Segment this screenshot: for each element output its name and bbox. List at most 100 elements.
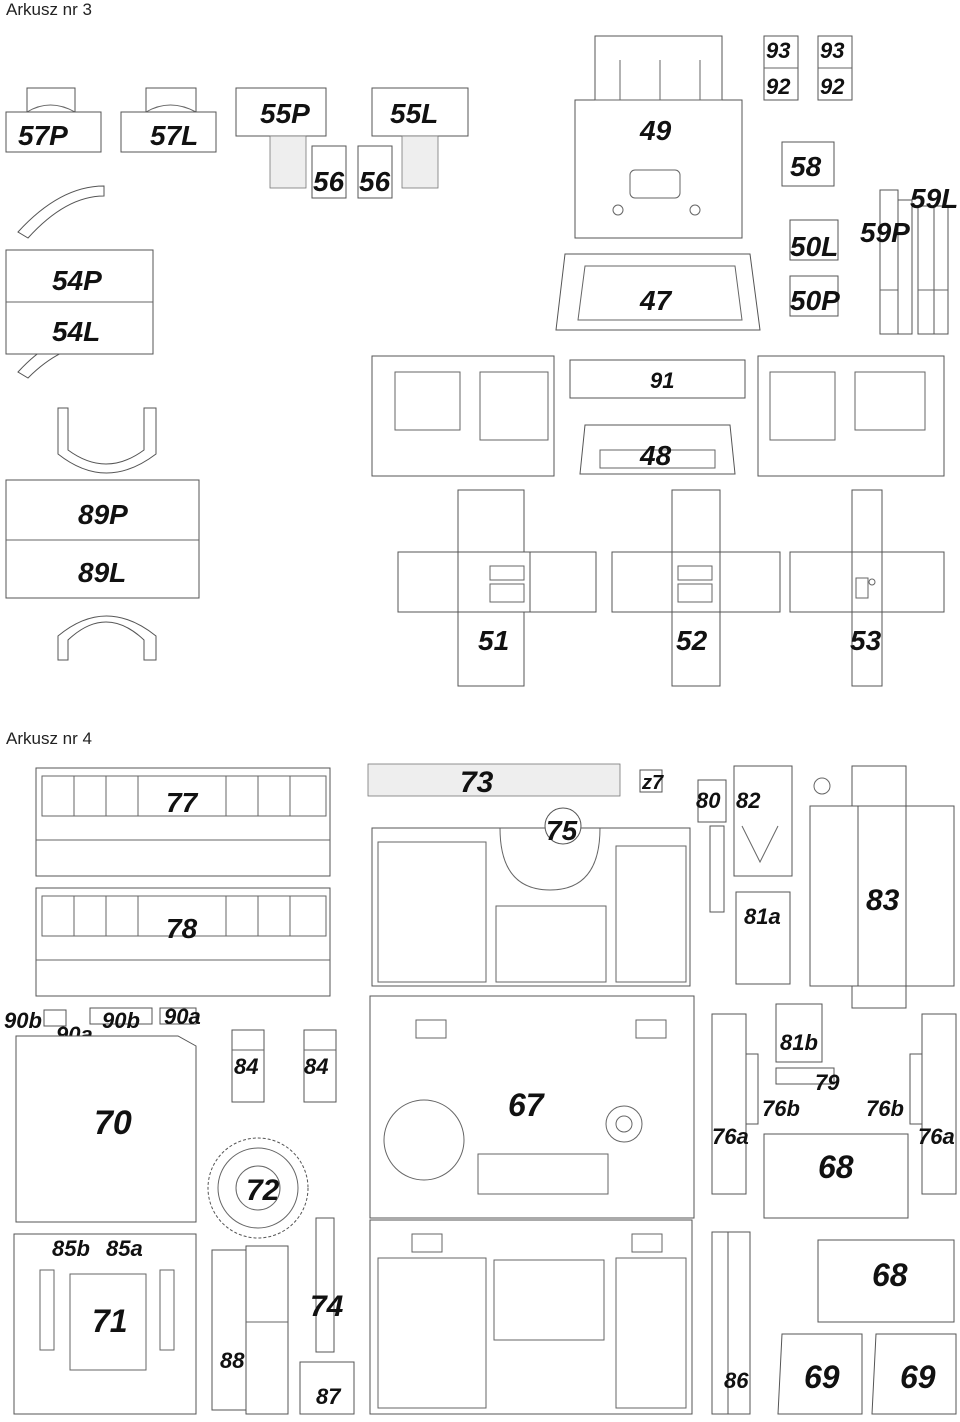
part-76-right: 76a 76b [866, 1013, 957, 1195]
part-68-upper: 68 [763, 1133, 909, 1219]
svg-text:57L: 57L [150, 120, 198, 151]
sheet-3-title: Arkusz nr 3 [6, 0, 92, 19]
part-57P: 57P [5, 87, 102, 153]
svg-text:90b: 90b [102, 1008, 140, 1033]
svg-text:59P: 59P [860, 217, 910, 248]
part-69-left: 69 [777, 1333, 863, 1415]
part-47: 47 [555, 253, 761, 331]
svg-text:59L: 59L [910, 183, 958, 214]
part-48: 48 [579, 424, 736, 475]
svg-text:76b: 76b [762, 1096, 800, 1121]
svg-text:55L: 55L [390, 98, 438, 129]
svg-text:50L: 50L [790, 231, 838, 262]
part-89-arches [57, 407, 157, 661]
part-55P: 55P [235, 87, 327, 189]
svg-text:50P: 50P [790, 285, 840, 316]
svg-text:52: 52 [676, 625, 708, 656]
svg-text:49: 49 [639, 115, 672, 146]
svg-text:69: 69 [900, 1359, 936, 1395]
svg-text:84: 84 [234, 1054, 258, 1079]
svg-text:54P: 54P [52, 265, 102, 296]
part-75: 75 [544, 807, 582, 846]
svg-text:80: 80 [696, 788, 721, 813]
svg-text:68: 68 [872, 1257, 908, 1293]
part-68-lower: 68 [817, 1239, 955, 1323]
svg-text:93: 93 [820, 38, 844, 63]
part-55L: 55L [371, 87, 469, 189]
svg-text:82: 82 [736, 788, 761, 813]
svg-text:78: 78 [166, 913, 198, 944]
part-body-lower [369, 1219, 693, 1415]
part-59L: 59L [910, 183, 958, 335]
part-69-right: 69 [871, 1333, 957, 1415]
svg-text:91: 91 [650, 368, 674, 393]
part-74: 74 [310, 1217, 344, 1353]
svg-text:69: 69 [804, 1359, 840, 1395]
part-93-92-left: 93 92 [763, 35, 799, 101]
part-80: 80 [696, 779, 727, 913]
svg-text:56: 56 [313, 166, 345, 197]
part-53: 53 [789, 489, 945, 687]
part-76-left: 76a 76b [711, 1013, 800, 1195]
svg-text:90a: 90a [164, 1004, 201, 1029]
svg-text:89L: 89L [78, 557, 126, 588]
svg-text:87: 87 [316, 1384, 342, 1409]
svg-text:53: 53 [850, 625, 882, 656]
part-71: 85b 85a 71 [13, 1233, 197, 1415]
svg-text:70: 70 [94, 1104, 132, 1142]
part-91: 91 [569, 359, 746, 399]
svg-text:74: 74 [310, 1290, 344, 1323]
svg-text:93: 93 [766, 38, 790, 63]
part-cab-sides [371, 355, 945, 477]
svg-text:85b: 85b [52, 1236, 90, 1261]
part-78: 78 [35, 887, 331, 997]
svg-text:76a: 76a [918, 1124, 955, 1149]
svg-text:92: 92 [820, 74, 845, 99]
svg-text:92: 92 [766, 74, 791, 99]
svg-text:89P: 89P [78, 499, 128, 530]
part-56-left: 56 [311, 145, 347, 199]
svg-text:58: 58 [790, 151, 822, 182]
svg-text:81b: 81b [780, 1030, 818, 1055]
sheet-4-title: Arkusz nr 4 [6, 729, 92, 748]
svg-text:76b: 76b [866, 1096, 904, 1121]
svg-text:72: 72 [246, 1174, 280, 1207]
svg-text:z7: z7 [641, 772, 664, 794]
part-body-upper [371, 827, 691, 987]
svg-text:76a: 76a [712, 1124, 749, 1149]
part-54P-54L: 54P 54L [5, 249, 154, 355]
part-57L: 57L [120, 87, 217, 153]
part-79: 79 [775, 1067, 840, 1095]
svg-text:73: 73 [460, 766, 494, 799]
part-82: 82 [733, 765, 793, 877]
svg-text:88: 88 [220, 1348, 245, 1373]
svg-text:83: 83 [866, 884, 900, 917]
svg-text:57P: 57P [18, 120, 68, 151]
part-51: 51 [397, 489, 597, 687]
part-89P-89L: 89P 89L [5, 479, 200, 599]
part-87: 87 [299, 1361, 355, 1415]
part-81a: 81a [735, 891, 791, 985]
svg-text:71: 71 [92, 1303, 128, 1339]
part-58: 58 [781, 141, 835, 187]
svg-text:77: 77 [166, 787, 199, 818]
svg-text:75: 75 [546, 815, 578, 846]
part-73: 73 [367, 763, 621, 799]
svg-text:48: 48 [639, 440, 672, 471]
svg-text:47: 47 [639, 285, 673, 316]
part-72: 72 [207, 1137, 309, 1239]
svg-text:79: 79 [815, 1070, 840, 1095]
part-z7: z7 [639, 769, 664, 794]
svg-text:85a: 85a [106, 1236, 143, 1261]
part-70: 70 [15, 1035, 197, 1223]
svg-text:90b: 90b [4, 1008, 42, 1033]
part-50P: 50P [789, 275, 840, 317]
svg-text:67: 67 [508, 1087, 546, 1123]
svg-text:51: 51 [478, 625, 509, 656]
svg-text:54L: 54L [52, 316, 100, 347]
part-86: 86 [711, 1231, 751, 1415]
part-88: 88 [211, 1245, 289, 1415]
svg-text:86: 86 [724, 1368, 749, 1393]
svg-text:68: 68 [818, 1149, 854, 1185]
